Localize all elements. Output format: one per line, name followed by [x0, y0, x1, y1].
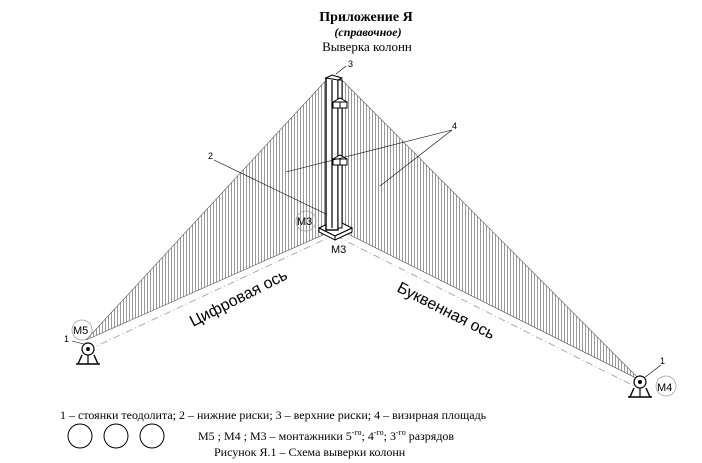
legend-sep-3: ; 3	[384, 429, 396, 443]
installer-m3-ring	[295, 210, 317, 232]
callout-1-left-leader	[71, 340, 85, 345]
callout-2: 2	[208, 151, 213, 161]
column-top	[324, 74, 344, 81]
legend-line-2: М5 ; М4 ; М3 – монтажники 5-го; 4-го; 3-…	[198, 428, 454, 443]
legend-circle-3	[139, 423, 165, 449]
sighting-plane-left	[85, 75, 335, 341]
theodolite-station-left	[76, 342, 100, 365]
legend-suffix: разрядов	[406, 429, 455, 443]
column-right-face	[337, 79, 343, 229]
legend-sep-4: ; 4	[362, 429, 374, 443]
installer-m4-ring	[655, 375, 677, 397]
legend-sup-5: -го	[352, 428, 362, 437]
digital-axis-line	[87, 235, 333, 351]
figure-caption: Рисунок Я.1 – Схема выверки колонн	[214, 445, 406, 459]
callout-1-right: 1	[660, 356, 665, 366]
callout-3-leader	[335, 65, 347, 75]
diagram-heading: Выверка колонн	[322, 39, 412, 54]
installer-m5-ring	[71, 319, 93, 341]
appendix-title: Приложение Я	[319, 10, 412, 25]
legend-circle-2	[103, 423, 129, 449]
column-base-plate-side-right	[334, 227, 353, 241]
lower-console-face-right	[339, 158, 348, 166]
callout-1-left: 1	[64, 334, 69, 344]
legend-circle-1	[67, 423, 93, 449]
legend-installers-text: М5 ; М4 ; М3 – монтажники 5	[198, 429, 352, 443]
installer-m4-label: М4	[657, 382, 672, 394]
letter-axis-line	[335, 235, 639, 389]
legend-sup-3: -го	[396, 428, 406, 437]
callout-1-right-leader	[643, 364, 662, 379]
legend-line-1: 1 – стоянки теодолита; 2 – нижние риски;…	[60, 408, 487, 422]
callout-4-leader-left	[285, 129, 453, 173]
callout-2-leader	[213, 159, 327, 215]
callout-4: 4	[452, 121, 457, 131]
upper-console-face	[332, 101, 341, 109]
upper-console-face-right	[339, 101, 348, 109]
appendix-subtitle: (справочное)	[334, 25, 401, 39]
callout-4-leader-right	[379, 129, 453, 187]
callout-3: 3	[348, 59, 353, 69]
theodolite-station-right	[628, 375, 652, 398]
installer-m3-column-label: М3	[297, 216, 312, 228]
installer-m5-label: М5	[73, 325, 88, 337]
installer-m3-base-label: М3	[331, 244, 346, 256]
legend-sup-4: -го	[374, 428, 384, 437]
